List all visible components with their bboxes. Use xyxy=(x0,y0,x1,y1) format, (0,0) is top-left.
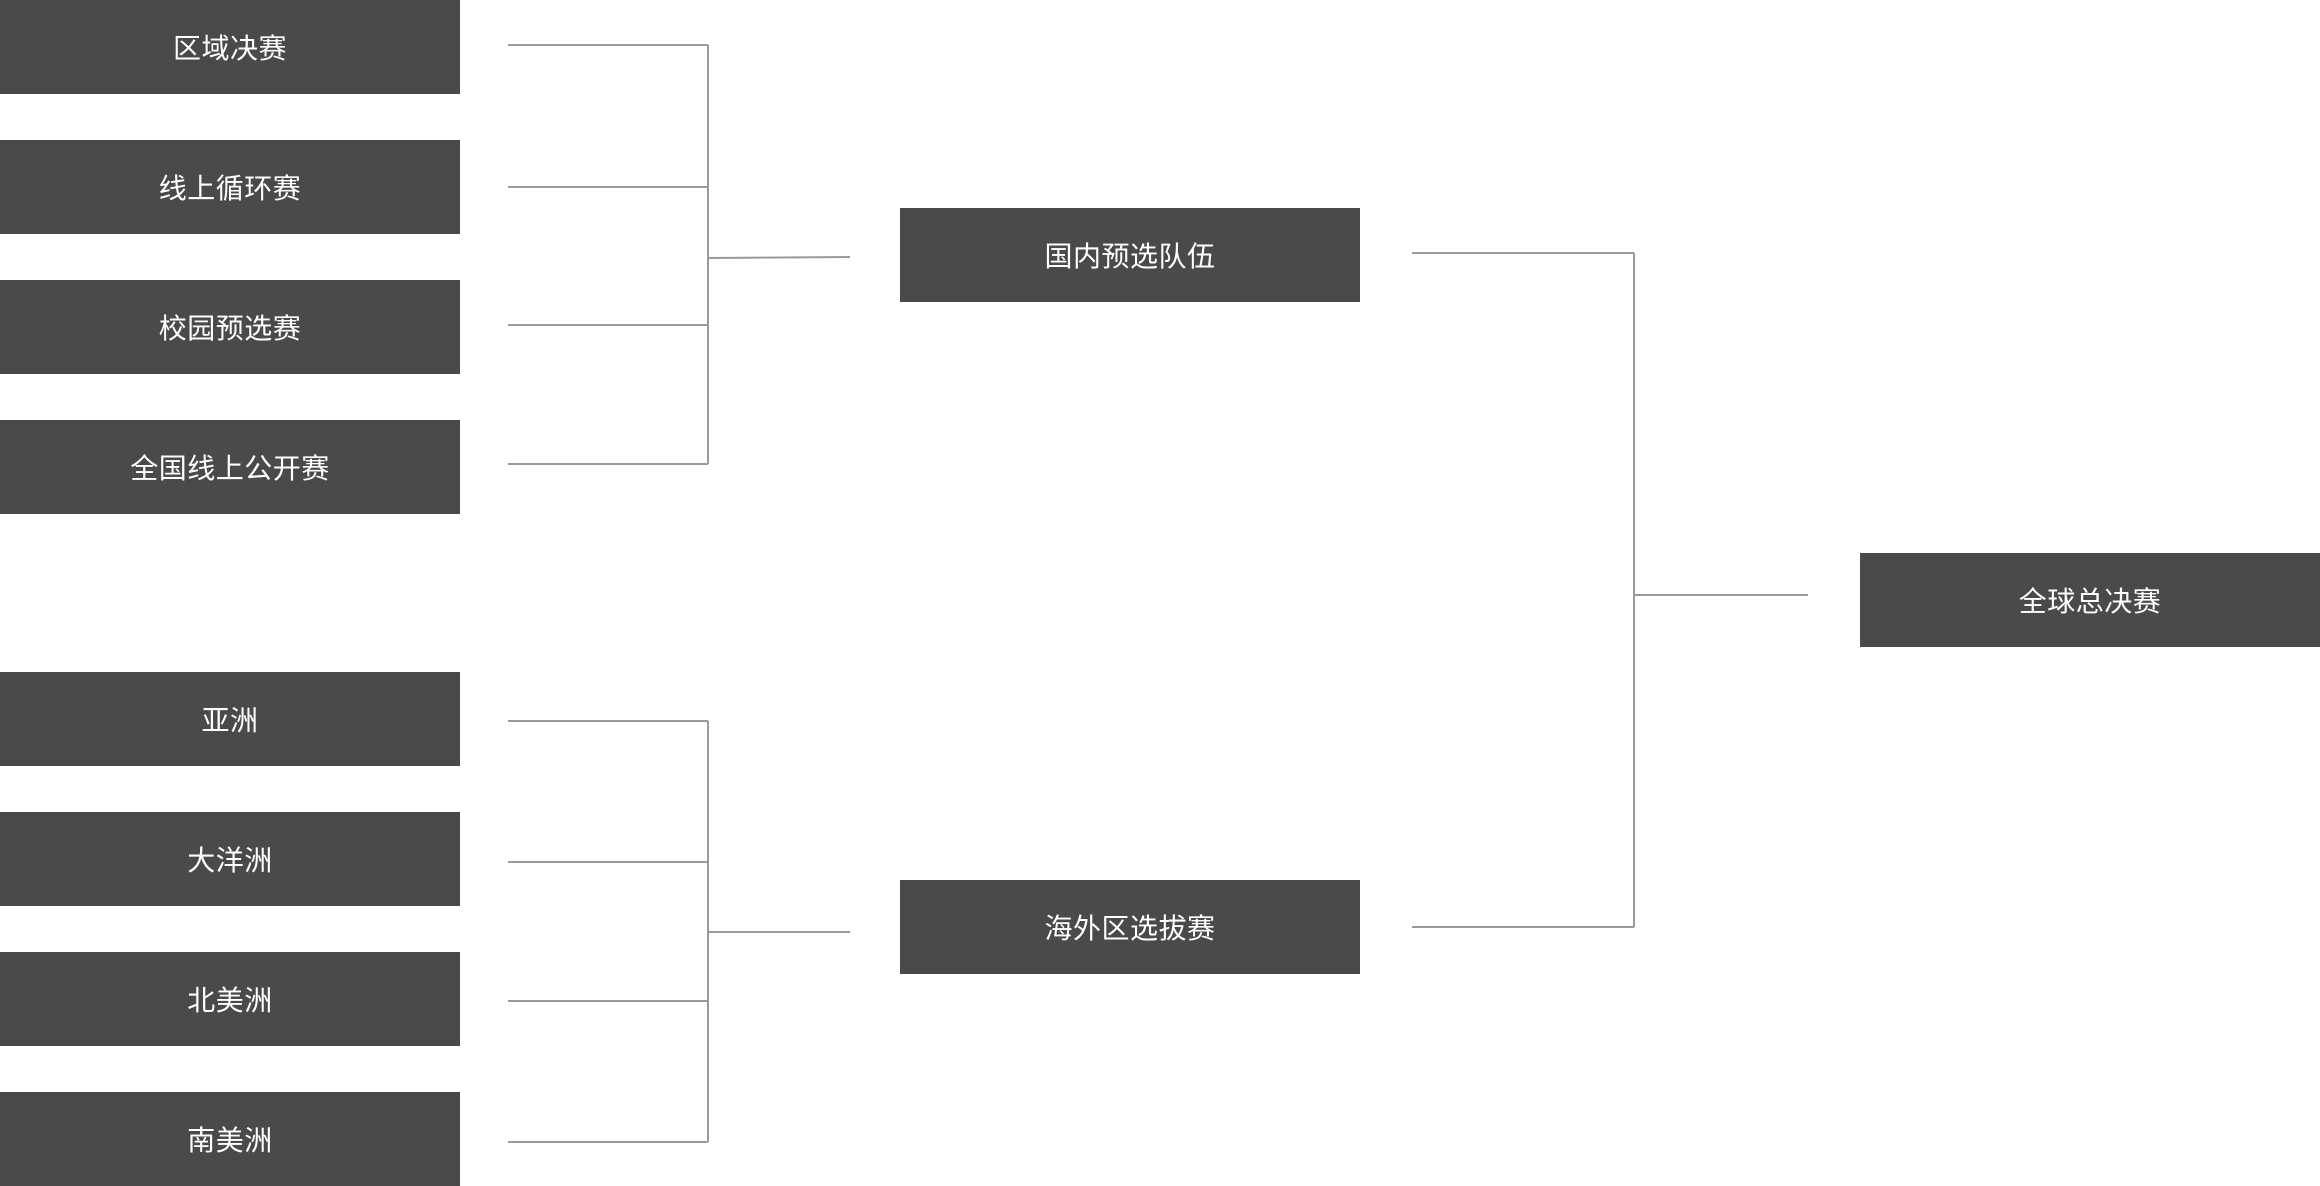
node-online-round-robin[interactable]: 线上循环赛 xyxy=(0,140,460,234)
node-label: 区域决赛 xyxy=(172,32,287,65)
node-label: 亚洲 xyxy=(201,704,259,737)
node-label: 国内预选队伍 xyxy=(1044,240,1216,273)
node-global-finals[interactable]: 全球总决赛 xyxy=(1860,553,2320,647)
node-label: 全国线上公开赛 xyxy=(130,452,330,485)
node-asia[interactable]: 亚洲 xyxy=(0,672,460,766)
node-label: 线上循环赛 xyxy=(158,172,302,205)
node-national-online-open[interactable]: 全国线上公开赛 xyxy=(0,420,460,514)
node-campus-qualifier[interactable]: 校园预选赛 xyxy=(0,280,460,374)
node-domestic-qualified-teams[interactable]: 国内预选队伍 xyxy=(900,208,1360,302)
node-label: 南美洲 xyxy=(187,1124,273,1157)
node-north-america[interactable]: 北美洲 xyxy=(0,952,460,1046)
connector-upper-to-mid xyxy=(707,256,851,259)
node-regional-final[interactable]: 区域决赛 xyxy=(0,0,460,94)
node-label: 全球总决赛 xyxy=(2018,585,2162,618)
node-south-america[interactable]: 南美洲 xyxy=(0,1092,460,1186)
node-label: 大洋洲 xyxy=(187,844,273,877)
node-label: 海外区选拔赛 xyxy=(1044,912,1216,945)
node-label: 校园预选赛 xyxy=(158,312,302,345)
node-overseas-selection[interactable]: 海外区选拔赛 xyxy=(900,880,1360,974)
node-label: 北美洲 xyxy=(187,984,273,1017)
node-oceania[interactable]: 大洋洲 xyxy=(0,812,460,906)
